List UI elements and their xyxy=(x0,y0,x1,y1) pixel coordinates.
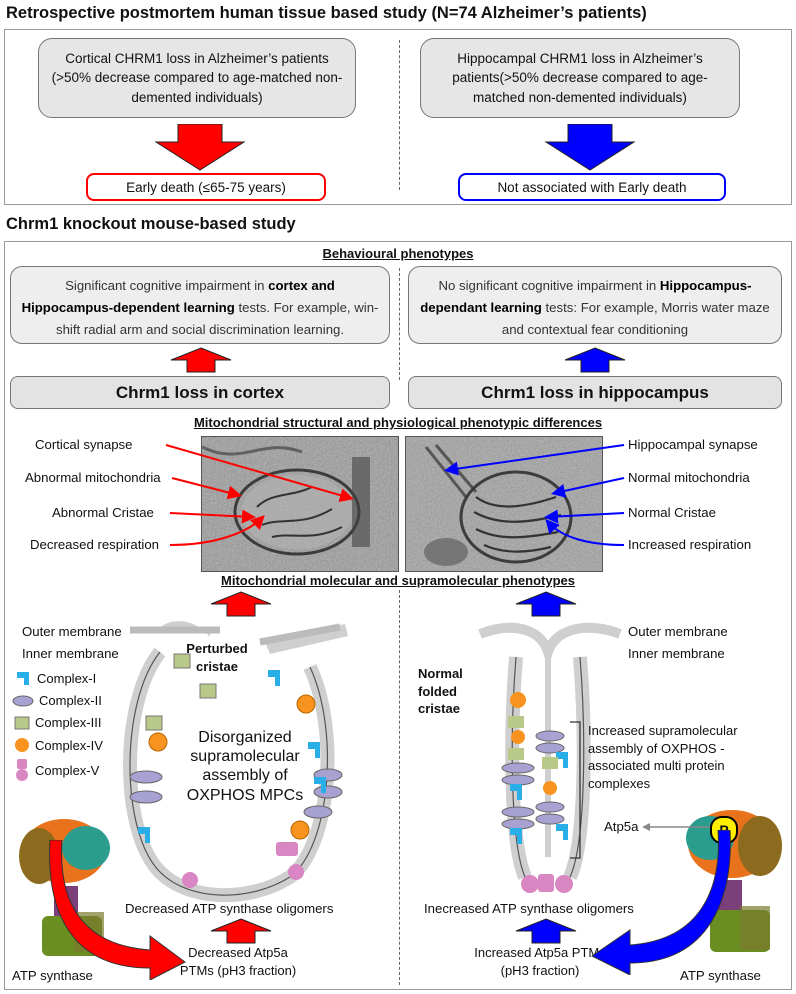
atp5a-label: Atp5a xyxy=(604,819,639,834)
left-atp-synthase-label: ATP synthase xyxy=(12,968,93,983)
em-pointer-arrows xyxy=(165,444,625,546)
hippocampus-behaviour-box: No significant cognitive impairment in H… xyxy=(408,266,782,344)
cortex-behaviour-box: Significant cognitive impairment in cort… xyxy=(10,266,390,344)
label-decreased-respiration: Decreased respiration xyxy=(30,537,160,552)
label-hippocampal-synapse: Hippocampal synapse xyxy=(628,437,758,452)
outer-membrane-label: Outer membrane xyxy=(22,624,122,639)
label-normal-cristae: Normal Cristae xyxy=(628,505,716,520)
complex-ii-icon xyxy=(12,695,34,706)
mouse-study-panel xyxy=(4,241,792,990)
legend-complex-iv: Complex-IV xyxy=(14,737,103,753)
assembly-bracket xyxy=(570,721,581,859)
blue-up-arrow xyxy=(564,347,626,373)
right-mitochondrion-diagram xyxy=(478,622,622,893)
decreased-oligomers-label: Decreased ATP synthase oligomers xyxy=(125,901,334,916)
label-normal-mitochondria: Normal mitochondria xyxy=(628,470,750,485)
blue-down-arrow xyxy=(544,124,636,171)
legend-complex-ii: Complex-II xyxy=(12,693,102,708)
label-cortical-synapse: Cortical synapse xyxy=(35,437,133,452)
cortical-loss-box: Cortical CHRM1 loss in Alzheimer’s patie… xyxy=(38,38,356,118)
cortex-loss-box: Chrm1 loss in cortex xyxy=(10,376,390,409)
hippocampus-loss-box: Chrm1 loss in hippocampus xyxy=(408,376,782,409)
legend-complex-iii: Complex-III xyxy=(14,715,101,730)
blue-up-arrow xyxy=(515,591,577,617)
normal-cristae-label: Normal folded cristae xyxy=(418,666,463,717)
mito-structural-title: Mitochondrial structural and physiologic… xyxy=(193,415,603,430)
blue-curved-arrow xyxy=(591,830,731,975)
hippocampal-em-image xyxy=(405,436,603,572)
label-abnormal-cristae: Abnormal Cristae xyxy=(52,505,154,520)
increased-assembly-label: Increased supramolecular assembly of OXP… xyxy=(588,723,738,791)
behavioural-title: Behavioural phenotypes xyxy=(322,246,474,261)
divider xyxy=(399,40,400,190)
perturbed-cristae-label: Perturbed cristae xyxy=(186,641,248,674)
outer-membrane-label: Outer membrane xyxy=(628,624,728,639)
complex-iv-icon xyxy=(15,738,29,752)
atp5a-pointer-arrow xyxy=(642,823,710,831)
red-up-arrow xyxy=(170,347,232,373)
label-abnormal-mitochondria: Abnormal mitochondria xyxy=(25,470,161,485)
blue-up-arrow xyxy=(515,918,577,944)
complex-i-icon xyxy=(17,672,29,685)
inner-membrane-label: Inner membrane xyxy=(628,646,725,661)
divider xyxy=(399,268,400,380)
red-up-arrow xyxy=(210,591,272,617)
inner-membrane-label: Inner membrane xyxy=(22,646,119,661)
right-atp-synthase-label: ATP synthase xyxy=(680,968,761,983)
human-study-title: Retrospective postmortem human tissue ba… xyxy=(6,4,647,22)
cortical-em-image xyxy=(201,436,399,572)
mouse-study-title: Chrm1 knockout mouse-based study xyxy=(6,215,296,233)
disorganized-assembly-label: Disorganized supramolecular assembly of … xyxy=(186,729,304,804)
red-up-arrow xyxy=(210,918,272,944)
left-mitochondrion-diagram xyxy=(123,621,348,902)
legend-complex-i: Complex-I xyxy=(16,670,96,686)
increased-ptm-label: Increased Atp5a PTMs (pH3 fraction) xyxy=(474,945,606,978)
complex-iii-icon xyxy=(14,716,30,729)
red-down-arrow xyxy=(154,124,246,171)
mito-molecular-title: Mitochondrial molecular and supramolecul… xyxy=(221,573,575,588)
not-early-death-box: Not associated with Early death xyxy=(458,173,726,201)
divider xyxy=(399,590,400,985)
red-curved-arrow xyxy=(49,840,186,980)
early-death-box: Early death (≤65-75 years) xyxy=(86,173,326,201)
decreased-ptm-label: Decreased Atp5a PTMs (pH3 fraction) xyxy=(179,945,297,978)
increased-oligomers-label: Inecreased ATP synthase oligomers xyxy=(424,901,634,916)
complex-v-icon xyxy=(16,759,28,781)
legend-complex-v: Complex-V xyxy=(14,758,99,782)
hippocampal-loss-box: Hippocampal CHRM1 loss in Alzheimer’s pa… xyxy=(420,38,740,118)
label-increased-respiration: Increased respiration xyxy=(628,537,752,552)
